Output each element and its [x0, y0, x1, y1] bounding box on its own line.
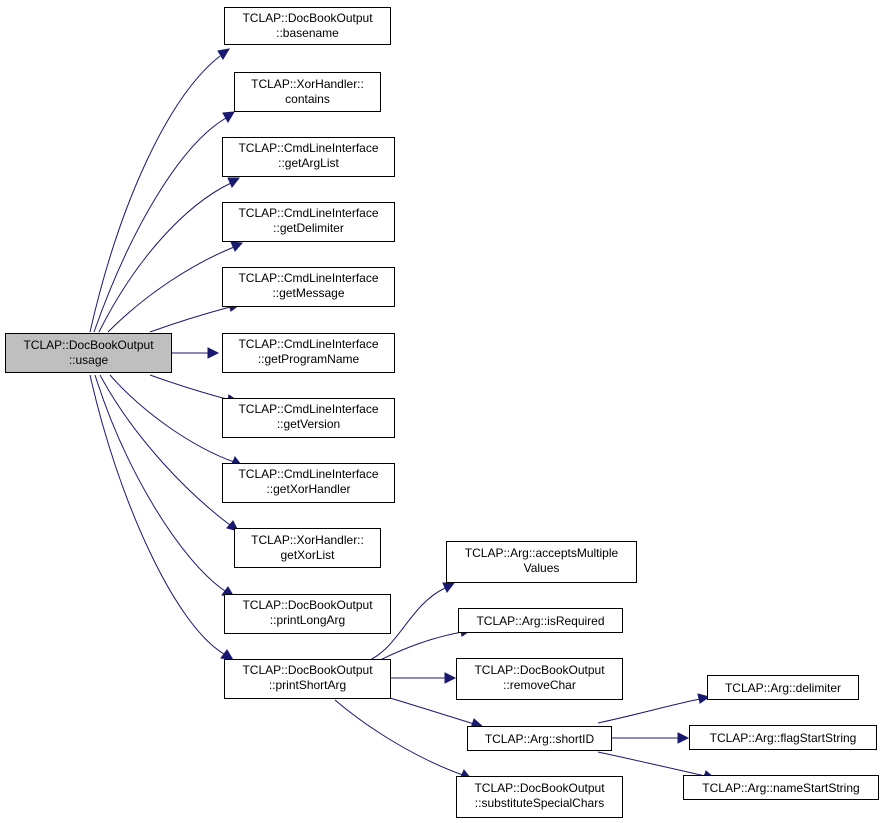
node-label-line1: TCLAP::CmdLineInterface [238, 402, 378, 416]
edge-shortid-to-flagstartstring [611, 732, 690, 744]
node-cmdlineinterface-getprogramname[interactable]: TCLAP::CmdLineInterface ::getProgramName [222, 333, 395, 373]
edge-printshortarg-to-isrequired [379, 626, 473, 661]
node-docbookoutput-printlongarg[interactable]: TCLAP::DocBookOutput ::printLongArg [224, 594, 391, 634]
edge-printshortarg-to-removechar [390, 672, 457, 684]
node-label-line2: ::printLongArg [270, 613, 345, 627]
node-label-line1: TCLAP::Arg::shortID [485, 732, 595, 746]
node-label-line1: TCLAP::CmdLineInterface [238, 271, 378, 285]
node-cmdlineinterface-getversion[interactable]: TCLAP::CmdLineInterface ::getVersion [222, 398, 395, 438]
edge-printshortarg-to-shortid [389, 697, 485, 729]
node-label-line2: ::usage [69, 353, 109, 367]
node-arg-shortid[interactable]: TCLAP::Arg::shortID [467, 726, 612, 751]
edge-usage-to-getarglist [98, 177, 241, 333]
node-label-line2: ::getVersion [277, 417, 340, 431]
edge-usage-to-printshortarg [89, 374, 234, 661]
node-docbookoutput-substitutespecialchars[interactable]: TCLAP::DocBookOutput ::substituteSpecial… [456, 776, 623, 818]
node-docbookoutput-printshortarg[interactable]: TCLAP::DocBookOutput ::printShortArg [224, 659, 391, 699]
node-arg-delimiter[interactable]: TCLAP::Arg::delimiter [707, 675, 859, 700]
node-cmdlineinterface-getarglist[interactable]: TCLAP::CmdLineInterface ::getArgList [222, 137, 395, 177]
node-arg-namestartstring[interactable]: TCLAP::Arg::nameStartString [683, 775, 879, 800]
node-label-line2: ::getDelimiter [273, 221, 344, 235]
node-label-line1: TCLAP::DocBookOutput [242, 598, 373, 612]
node-label-line1: TCLAP::Arg::nameStartString [702, 781, 859, 795]
node-label-line2: contains [285, 92, 330, 106]
node-arg-isrequired[interactable]: TCLAP::Arg::isRequired [458, 608, 623, 633]
node-arg-flagstartstring[interactable]: TCLAP::Arg::flagStartString [689, 725, 877, 750]
node-docbookoutput-removechar[interactable]: TCLAP::DocBookOutput ::removeChar [456, 658, 623, 700]
node-cmdlineinterface-getdelimiter[interactable]: TCLAP::CmdLineInterface ::getDelimiter [222, 202, 395, 242]
node-label-line1: TCLAP::XorHandler:: [251, 77, 364, 91]
node-xorhandler-getxorlist[interactable]: TCLAP::XorHandler:: getXorList [234, 528, 381, 568]
node-docbookoutput-usage: TCLAP::DocBookOutput ::usage [5, 333, 172, 373]
node-label-line1: TCLAP::DocBookOutput [474, 663, 605, 677]
node-label-line2: getXorList [280, 548, 335, 562]
edge-usage-to-contains [93, 111, 235, 333]
node-docbookoutput-basename[interactable]: TCLAP::DocBookOutput ::basename [224, 7, 391, 45]
node-label-line1: TCLAP::CmdLineInterface [238, 467, 378, 481]
node-label-line2: ::printShortArg [269, 678, 346, 692]
node-label-line1: TCLAP::DocBookOutput [23, 338, 154, 352]
node-xorhandler-contains[interactable]: TCLAP::XorHandler:: contains [234, 72, 381, 112]
node-label-line1: TCLAP::XorHandler:: [251, 533, 364, 547]
node-label-line1: TCLAP::DocBookOutput [242, 663, 373, 677]
node-label-line2: ::getProgramName [258, 352, 360, 366]
node-label-line1: TCLAP::DocBookOutput [474, 781, 605, 795]
node-label-line2: ::substituteSpecialChars [475, 796, 604, 810]
edge-shortid-to-delimiter [597, 693, 711, 724]
edge-printshortarg-to-substitutespecialchars [334, 699, 473, 780]
edge-usage-to-basename [89, 48, 230, 333]
node-label-line1: TCLAP::Arg::flagStartString [710, 731, 857, 745]
node-label-line2: Values [524, 561, 560, 575]
edge-usage-to-getdelimiter [107, 241, 244, 333]
node-label-line1: TCLAP::Arg::isRequired [476, 614, 604, 628]
edge-usage-to-getprogramname [172, 347, 220, 359]
node-cmdlineinterface-getmessage[interactable]: TCLAP::CmdLineInterface ::getMessage [222, 267, 395, 307]
node-label-line1: TCLAP::DocBookOutput [242, 11, 373, 25]
node-label-line1: TCLAP::CmdLineInterface [238, 337, 378, 351]
node-cmdlineinterface-getxorhandler[interactable]: TCLAP::CmdLineInterface ::getXorHandler [222, 463, 395, 503]
node-label-line1: TCLAP::CmdLineInterface [238, 206, 378, 220]
node-label-line1: TCLAP::Arg::delimiter [725, 681, 841, 695]
node-label-line1: TCLAP::Arg::acceptsMultiple [465, 546, 619, 560]
node-arg-acceptsmultiplevalues[interactable]: TCLAP::Arg::acceptsMultiple Values [446, 541, 637, 583]
node-label-line2: ::getArgList [278, 156, 339, 170]
edge-usage-to-printlongarg [94, 374, 235, 598]
edge-usage-to-getxorlist [99, 374, 239, 532]
node-label-line2: ::basename [276, 26, 339, 40]
node-label-line2: ::getXorHandler [266, 482, 350, 496]
node-label-line2: ::removeChar [503, 678, 576, 692]
node-label-line2: ::getMessage [272, 286, 344, 300]
node-label-line1: TCLAP::CmdLineInterface [238, 141, 378, 155]
